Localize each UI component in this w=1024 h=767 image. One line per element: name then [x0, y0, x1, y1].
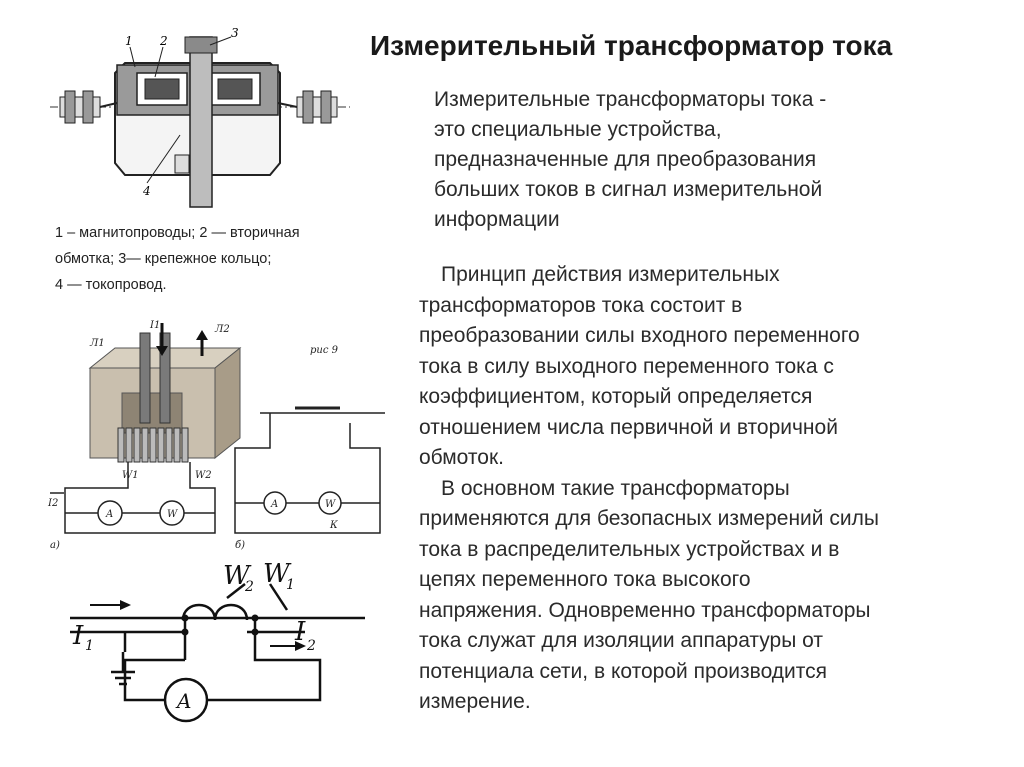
intro-line: больших токов в сигнал измерительной [434, 178, 823, 201]
w2-subscript: 2 [244, 579, 254, 595]
i2-label: I2 [47, 498, 58, 509]
intro-line: это специальные устройства, [434, 118, 722, 141]
intro-paragraph: Измерительные трансформаторы тока - это … [434, 85, 994, 235]
body-line: потенциала сети, в которой производится [419, 659, 828, 683]
body-line: В основном такие трансформаторы [441, 476, 790, 500]
figure-caption: 1 – магнитопроводы; 2 — вторичная обмотк… [55, 220, 375, 298]
transformer-circuit-figure: W 2 W 1 I 1 I 2 A [70, 560, 365, 723]
page-title: Измерительный трансформатор тока [370, 30, 893, 61]
w2-symbol: W [223, 561, 252, 591]
k-label: К [329, 520, 338, 531]
sub-b-label: б) [235, 540, 245, 551]
ammeter-a-label: A [105, 509, 113, 520]
intro-line: предназначенные для преобразования [434, 148, 817, 171]
intro-line: информации [434, 208, 560, 231]
l1-label: Л1 [89, 338, 105, 349]
wattmeter-b-label: W [325, 499, 336, 510]
caption-line: обмотка; 3— крепежное кольцо; [55, 251, 272, 267]
i2-symbol: I [294, 617, 306, 647]
label-4: 4 [142, 184, 151, 198]
body-line: коэффициентом, который определяется [419, 385, 813, 408]
transformer-connection-figure: I1 Л2 Л1 W1 W2 I2 A W A W К а) б) рис 9 [47, 320, 385, 551]
ammeter-symbol: A [175, 689, 191, 713]
body-line: отношением числа первичной и вторичной [419, 415, 838, 439]
body-line: цепях переменного тока высокого [419, 568, 751, 591]
w1-symbol: W [263, 560, 292, 589]
w1-subscript: 1 [286, 577, 295, 593]
body-line: тока служат для изоляции аппаратуры от [419, 629, 823, 652]
label-1: 1 [125, 34, 133, 48]
sub-a-label: а) [50, 540, 60, 551]
ammeter-b-label: A [270, 499, 278, 510]
body-line: напряжения. Одновременно трансформаторы [419, 598, 871, 622]
caption-line: 4 — токопровод. [55, 277, 167, 293]
body-line: преобразовании силы входного переменного [419, 324, 860, 347]
fig-number-label: рис 9 [310, 345, 339, 356]
label-3: 3 [231, 26, 239, 40]
body-line: Принцип действия измерительных [441, 263, 780, 286]
wattmeter-a-label: W [167, 509, 178, 520]
body-line: трансформаторов тока состоит в [419, 293, 743, 317]
i2-subscript: 2 [306, 638, 316, 654]
body-text: Принцип действия измерительных трансформ… [419, 260, 1009, 718]
body-line: тока в распределительных устройствах и в [419, 537, 840, 561]
caption-line: 1 – магнитопроводы; 2 — вторичная [55, 225, 300, 241]
l2-label: Л2 [214, 324, 230, 335]
w1-label: W1 [122, 470, 139, 481]
i1-subscript: 1 [85, 638, 94, 654]
body-line: обмоток. [419, 446, 504, 469]
w2-label: W2 [195, 470, 212, 481]
body-line: тока в силу выходного переменного тока с [419, 354, 834, 378]
i1-label: I1 [149, 320, 160, 331]
intro-line: Измерительные трансформаторы тока - [434, 88, 827, 111]
body-line: измерение. [419, 690, 531, 713]
label-2: 2 [159, 34, 168, 48]
i1-symbol: I [72, 621, 84, 651]
transformer-construction-figure: 1 2 3 4 [50, 26, 350, 208]
body-line: применяются для безопасных измерений сил… [419, 507, 879, 530]
